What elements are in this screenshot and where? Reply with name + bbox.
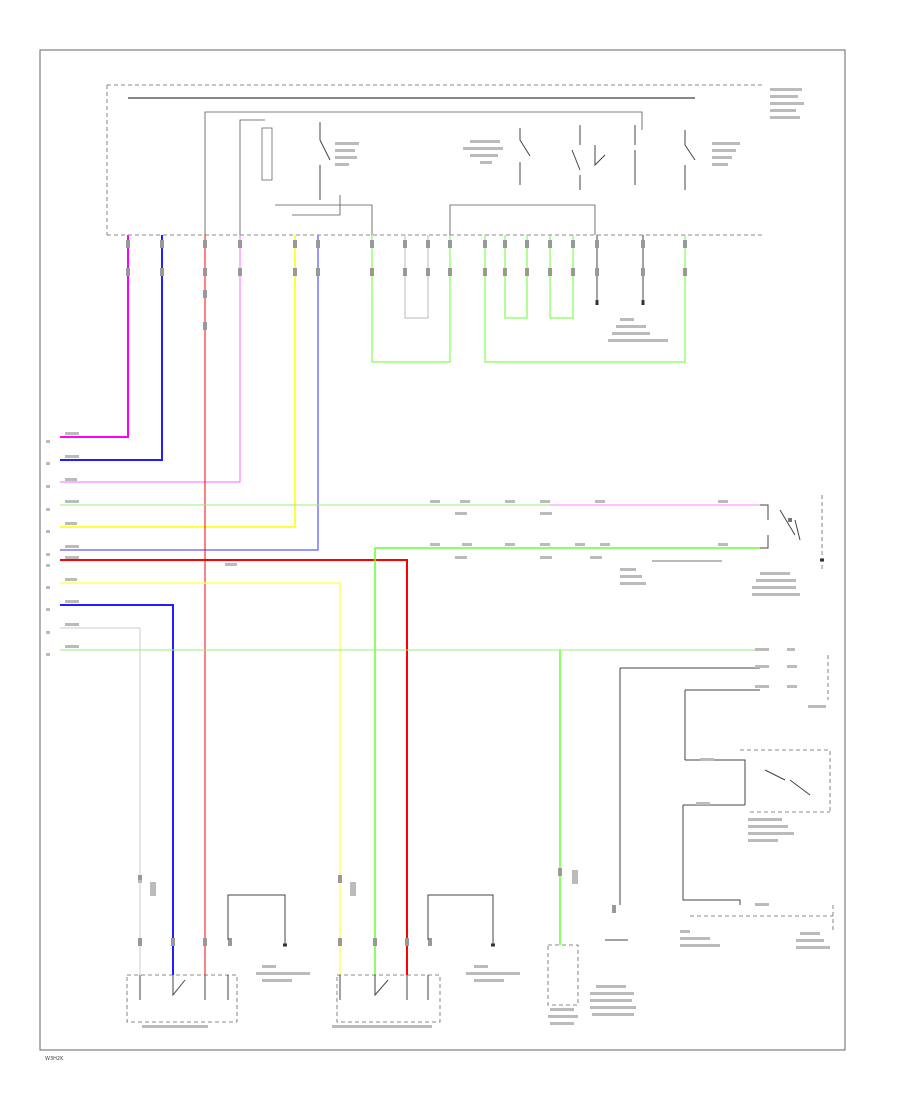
wire-blue (60, 604, 174, 975)
sensor-unit-icon (547, 870, 579, 1025)
ground-icon (595, 300, 645, 305)
wire-red (60, 559, 408, 975)
relay-4-icon (634, 125, 740, 190)
wire-green (504, 235, 528, 319)
wire-white (404, 235, 429, 319)
relay-unit-right-icon (332, 882, 520, 1028)
wire-pink (60, 235, 129, 438)
wire-yellow (60, 235, 296, 528)
splice-labels (225, 500, 728, 585)
wire-blue (60, 235, 163, 461)
wire-yellow (60, 582, 341, 975)
ground-terminal-icon (590, 939, 636, 1016)
wire-white (60, 627, 141, 975)
diagram-border (39, 49, 846, 1051)
wire-green (484, 235, 686, 363)
ground-label (608, 318, 668, 342)
range-switch-icon (619, 668, 834, 949)
relay-3-icon (571, 125, 606, 190)
wire-light-pink (60, 235, 241, 483)
relay-unit-left-icon (126, 880, 310, 1028)
wire-green (374, 547, 760, 975)
wire-green (371, 235, 451, 363)
switch-top-right-icon (752, 495, 824, 596)
relay-1-icon (261, 122, 359, 200)
bus-labels (46, 432, 79, 656)
connector-pins (126, 240, 687, 946)
relay-box-label (770, 88, 804, 119)
relay-2-icon (463, 128, 531, 185)
footer-code: W3H2K (45, 1056, 64, 1062)
switch-middle-right-icon (620, 648, 829, 760)
relay-box (106, 84, 804, 236)
wire-light-blue (60, 235, 319, 551)
wire-green (549, 235, 574, 319)
